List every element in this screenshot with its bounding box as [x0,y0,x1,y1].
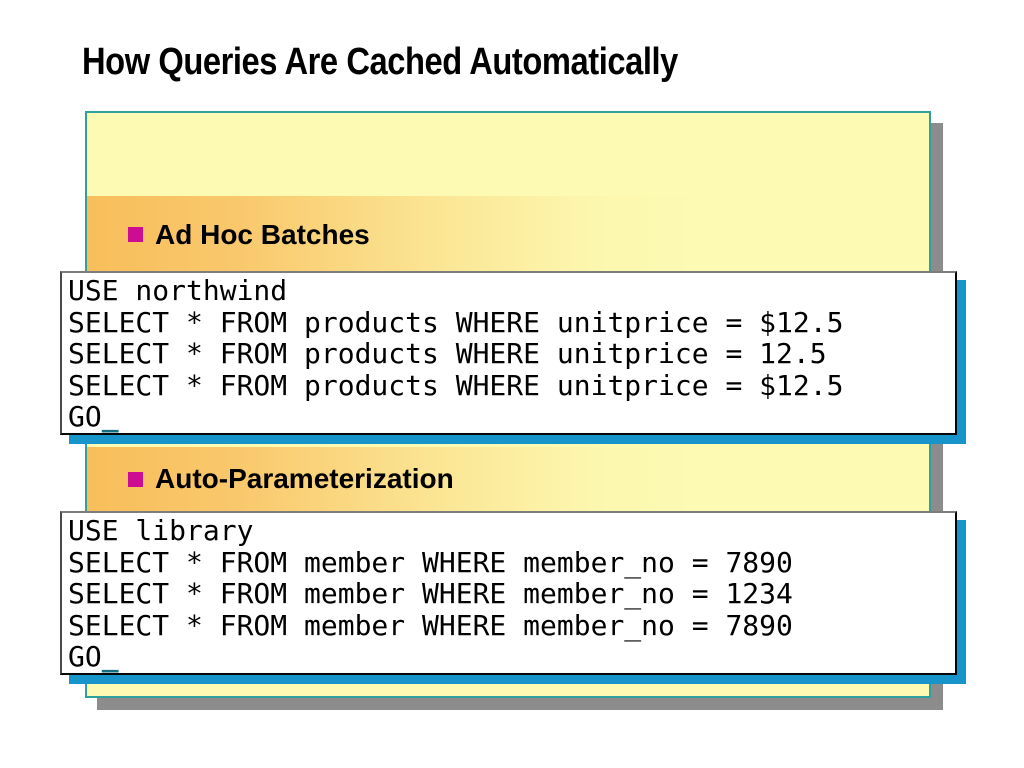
slide-title: How Queries Are Cached Automatically [82,41,678,83]
code-box-ad-hoc-batches: USE northwind SELECT * FROM products WHE… [60,271,957,435]
code-line-go: GO [68,400,102,433]
code-line: SELECT * FROM member WHERE member_no = 1… [68,577,793,610]
text-cursor: _ [101,400,119,433]
square-bullet-icon [128,227,143,242]
code-line: GO_ [68,401,955,433]
bullet-label-ad-hoc-batches: Ad Hoc Batches [155,218,370,250]
text-cursor: _ [101,640,119,673]
code-line: SELECT * FROM member WHERE member_no = 7… [68,608,793,642]
code-line: SELECT * FROM products WHERE unitprice =… [68,305,844,339]
code-line: USE northwind [68,274,288,307]
code-line: SELECT * FROM products WHERE unitprice =… [68,337,827,370]
code-line-go: GO [68,640,102,673]
code-line: GO_ [68,641,955,673]
bullet-label-auto-parameterization: Auto-Parameterization [155,463,454,494]
bullet-band-ad-hoc-batches: Ad Hoc Batches [87,196,929,273]
code-line: USE library [68,514,254,547]
code-box-auto-parameterization: USE library SELECT * FROM member WHERE m… [60,511,957,675]
code-line: SELECT * FROM products WHERE unitprice =… [68,368,844,402]
code-line: SELECT * FROM member WHERE member_no = 7… [68,545,793,579]
square-bullet-icon [128,471,143,487]
bullet-band-auto-parameterization: Auto-Parameterization [87,447,929,511]
